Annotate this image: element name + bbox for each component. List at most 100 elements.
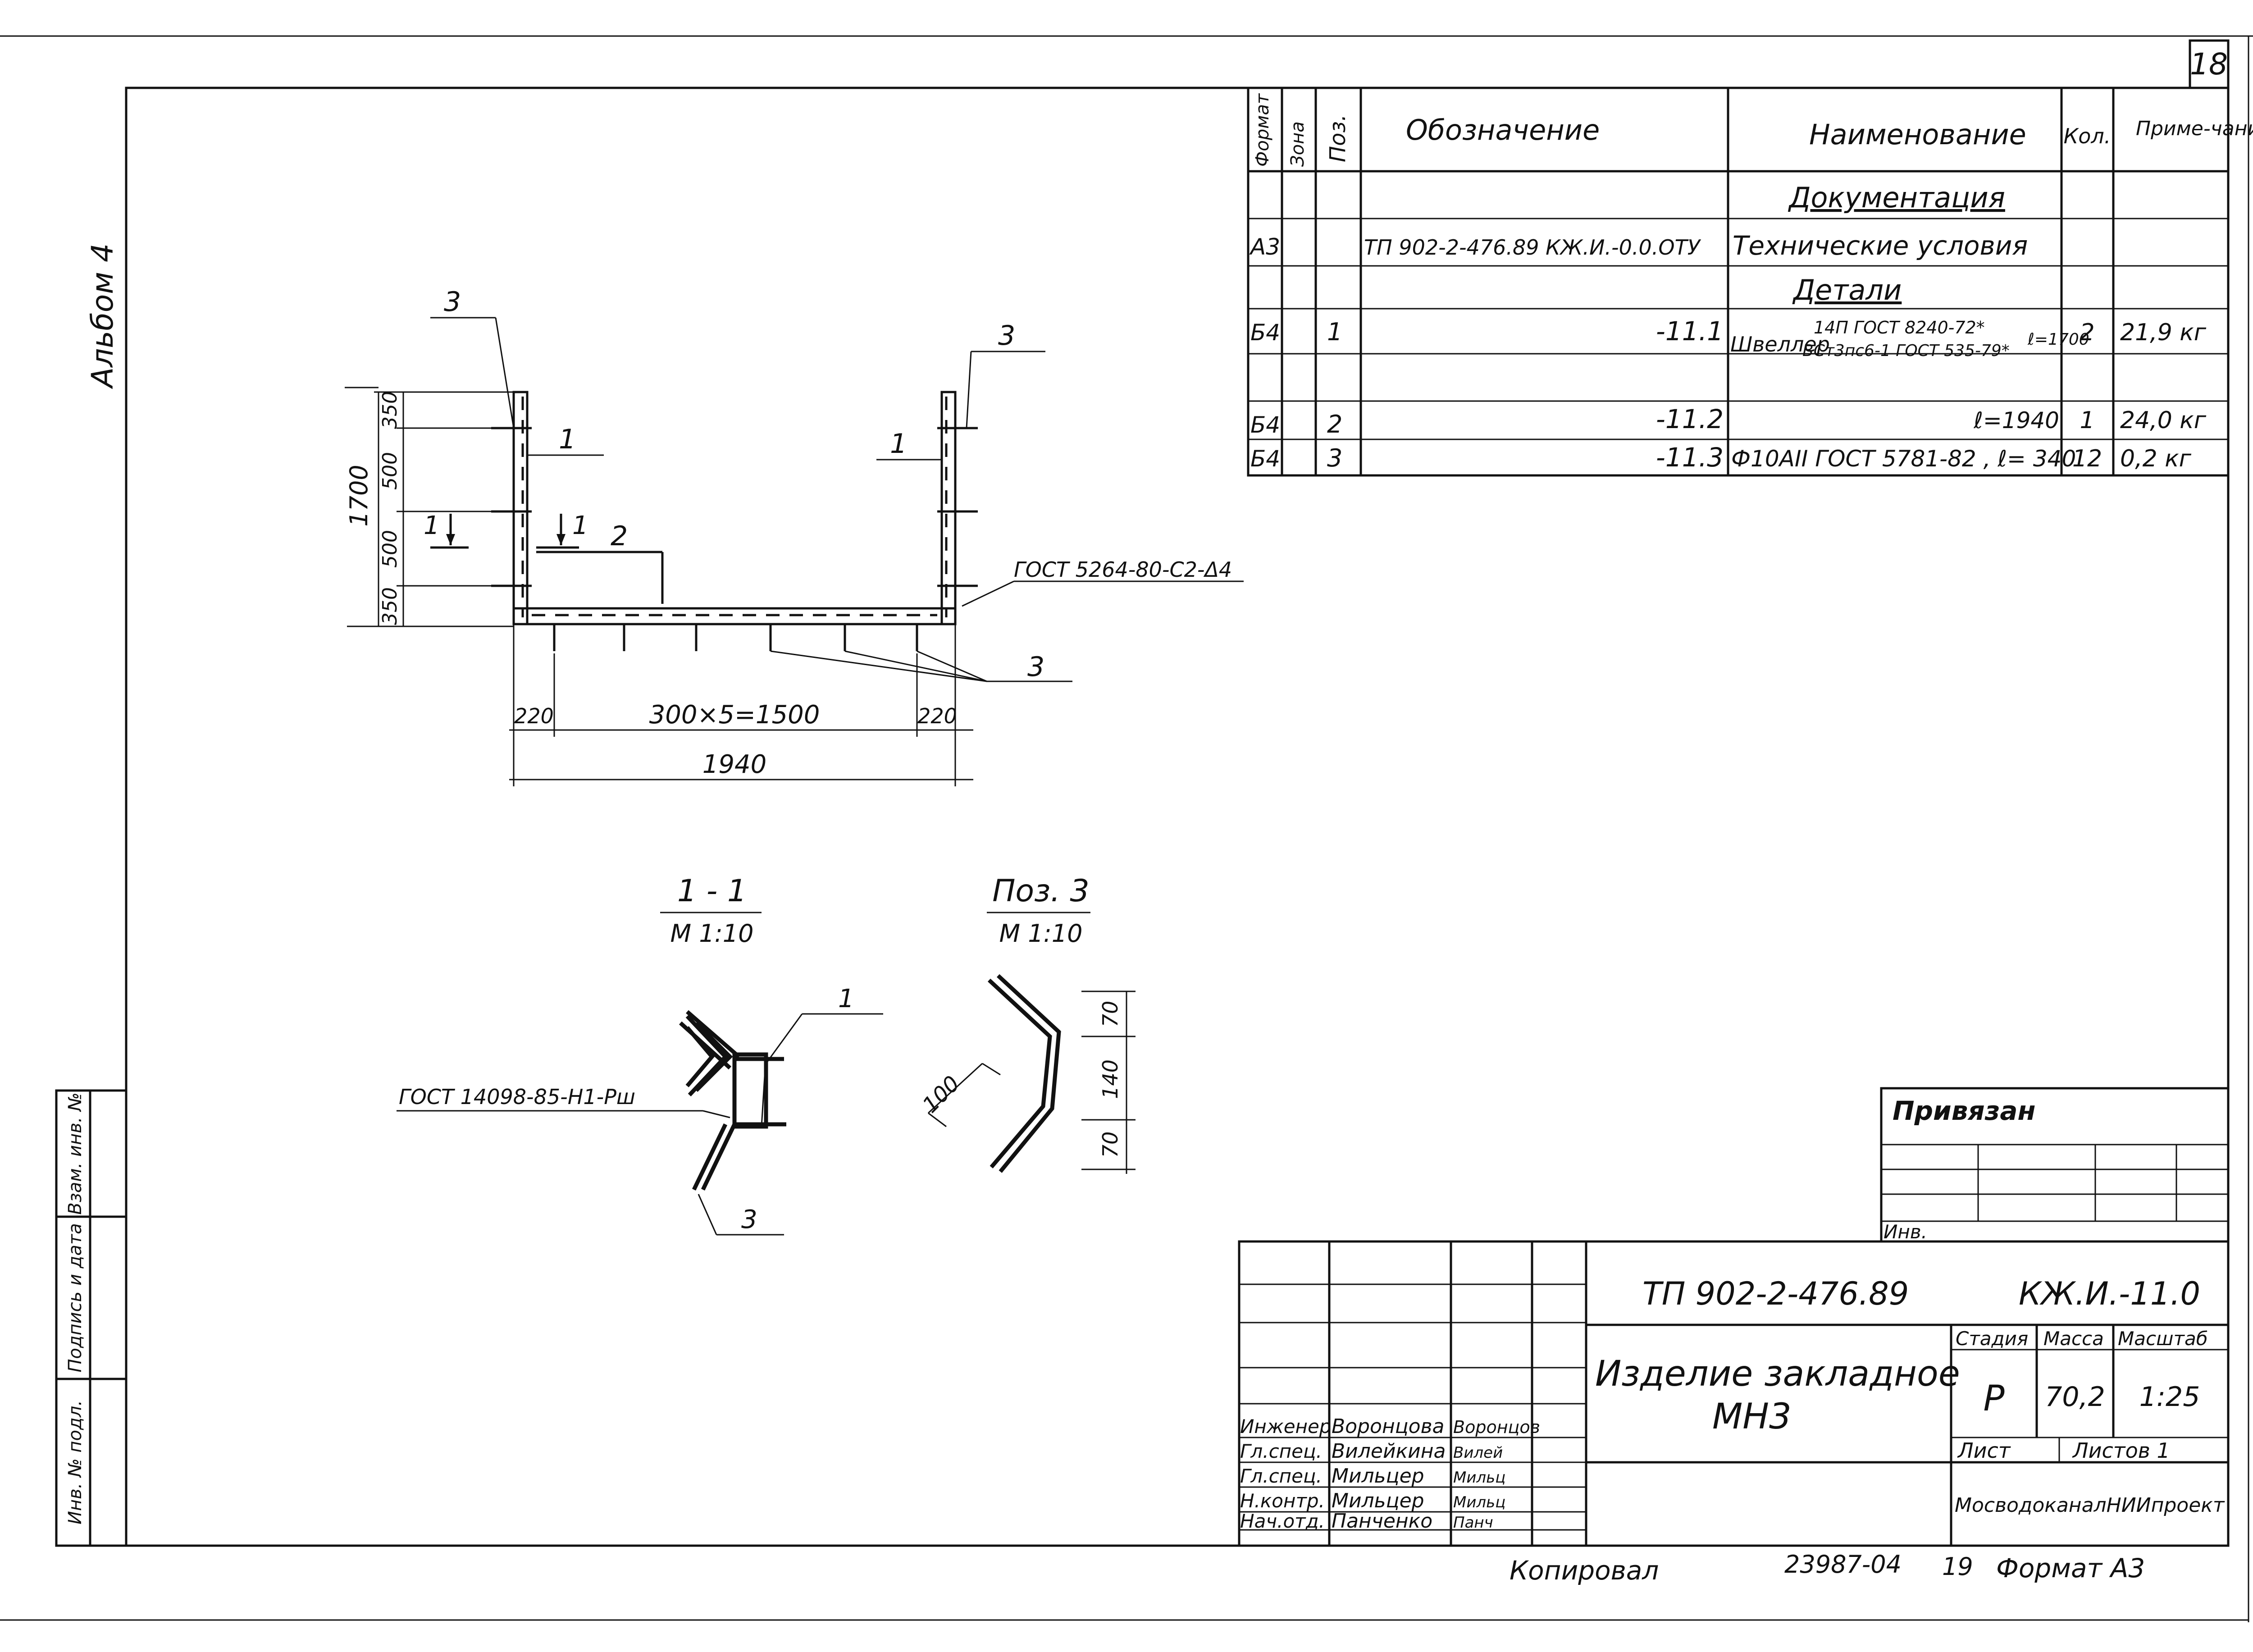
tb-item-name-line1: Изделие закладное: [1595, 1354, 1960, 1394]
privyazan-block: [1880, 1087, 2230, 1243]
row0-designation: ТП 902-2-476.89 КЖ.И.-0.0.ОТУ: [1364, 235, 1701, 260]
sig-name-3: Мильцер: [1332, 1489, 1424, 1512]
elev-section-mark-left: 1: [424, 511, 440, 540]
footer-copied: Копировал: [1510, 1555, 1659, 1586]
row3-pos: 3: [1327, 444, 1342, 472]
row1-name-top: 14П ГОСТ 8240-72*: [1814, 318, 1985, 338]
sig-sign-1: Вилей: [1453, 1444, 1503, 1462]
sig-name-4: Панченко: [1332, 1510, 1432, 1533]
row3-name: Ф10АII ГОСТ 5781-82 , ℓ= 340: [1731, 446, 2076, 472]
sig-sign-0: Воронцов: [1453, 1417, 1540, 1437]
elev-section-mark-right: 1: [572, 511, 588, 540]
tb-sheets-label: Листов 1: [2072, 1438, 2170, 1463]
sig-sign-2: Мильц: [1453, 1469, 1505, 1487]
dim-height-part-3: 500: [379, 530, 401, 568]
sig-sign-4: Панч: [1453, 1514, 1493, 1532]
tb-stage: Р: [1983, 1378, 2004, 1419]
row3-designation: -11.3: [1656, 442, 1724, 473]
drawing-frame: [125, 87, 2230, 1547]
pos3-scale: М 1:10: [999, 919, 1082, 948]
row1-pos: 1: [1327, 318, 1342, 346]
dim-height-total: 1700: [345, 465, 373, 526]
section-1-1-scale: М 1:10: [670, 919, 753, 948]
pos3-dim-bottom: 70: [1098, 1132, 1122, 1158]
sig-role-3: Н.контр.: [1240, 1490, 1325, 1512]
row2-qty: 1: [2080, 407, 2094, 434]
privyazan-inv: Инв.: [1884, 1221, 1927, 1243]
row1-format: Б4: [1250, 319, 1280, 346]
side-sign-date: Подпись и дата: [65, 1223, 86, 1372]
tb-stage-label: Стадия: [1956, 1328, 2028, 1350]
dim-height-part-2: 500: [379, 452, 401, 490]
row1-qty: 2: [2080, 319, 2094, 346]
dim-width-part-1: 220: [514, 704, 554, 728]
signature-rows: Инженер Воронцова Воронцов Гл.спец. Виле…: [1240, 1415, 1540, 1533]
dim-width-total: 1940: [702, 750, 767, 779]
section-1-1-leader-pos1: 1: [838, 984, 854, 1013]
dim-width-part-3: 220: [917, 704, 957, 728]
section-1-1-title: 1 - 1: [677, 873, 747, 909]
tb-sheet-label: Лист: [1957, 1438, 2011, 1463]
footer-num: 19: [1942, 1552, 1973, 1581]
sig-role-2: Гл.спец.: [1240, 1465, 1322, 1487]
header-name: Наименование: [1809, 118, 2026, 151]
pos3-dim-top: 70: [1098, 1001, 1122, 1027]
row1-name: Швеллер: [1730, 332, 1830, 356]
header-zone: Зона: [1287, 121, 1308, 167]
row2-note: 24,0 кг: [2120, 407, 2207, 434]
row3-format: Б4: [1250, 446, 1280, 472]
header-qty: Кол.: [2064, 124, 2111, 148]
elev-leader-pos3-bottom: 3: [1027, 651, 1044, 683]
section-1-1-weld-note: ГОСТ 14098-85-Н1-Рш: [399, 1085, 635, 1109]
title-block: [1238, 1240, 2230, 1547]
row1-name-bottom: ВСт3пс6-1 ГОСТ 535-79*: [1802, 342, 2010, 360]
sig-name-1: Вилейкина: [1332, 1440, 1446, 1463]
pos3-title: Поз. 3: [992, 873, 1089, 909]
footer-order: 23987-04: [1784, 1550, 1902, 1579]
elev-leader-pos3-right: 3: [998, 320, 1015, 351]
row2-format: Б4: [1250, 412, 1280, 438]
sheet-number: 18: [2190, 47, 2228, 82]
footer-format: Формат А3: [1996, 1553, 2145, 1584]
spec-table: [1247, 87, 2230, 477]
elev-leader-pos1-right: 1: [890, 428, 907, 460]
side-vzam-inv: Взам. инв. №: [65, 1092, 86, 1215]
tb-doc-code: ТП 902-2-476.89: [1642, 1275, 1909, 1312]
sig-name-0: Воронцова: [1332, 1415, 1445, 1438]
tb-item-name-line2: МН3: [1712, 1396, 1792, 1437]
header-designation: Обозначение: [1406, 114, 1600, 146]
album-label: Альбом 4: [85, 243, 120, 389]
dim-width-part-2: 300×5=1500: [649, 700, 820, 730]
dim-height-part-1: 350: [379, 391, 401, 429]
tb-organization: МосводоканалНИИпроект: [1955, 1494, 2225, 1517]
section-documentation: Документация: [1788, 181, 2005, 214]
row2-pos: 2: [1327, 410, 1342, 438]
sig-role-4: Нач.отд.: [1240, 1510, 1325, 1532]
pos3-dim-leg: 100: [917, 1071, 964, 1118]
elev-weld-note: ГОСТ 5264-80-С2-Δ4: [1014, 557, 1232, 582]
row2-name: ℓ=1940: [1973, 407, 2059, 434]
header-format: Формат: [1252, 93, 1273, 167]
sig-sign-3: Мильц: [1453, 1493, 1505, 1511]
row1-note: 21,9 кг: [2120, 319, 2207, 346]
sig-role-1: Гл.спец.: [1240, 1440, 1322, 1462]
row2-designation: -11.2: [1656, 404, 1724, 434]
row1-designation: -11.1: [1656, 316, 1724, 347]
section-1-1-leader-pos3: 3: [741, 1205, 757, 1234]
side-inv-podl: Инв. № подл.: [65, 1400, 86, 1524]
header-note: Приме-чание: [2136, 117, 2253, 140]
tb-mass: 70,2: [2045, 1381, 2105, 1413]
tb-scale-label: Масштаб: [2118, 1328, 2208, 1350]
section-1-1-view: [397, 912, 883, 1236]
tb-scale: 1:25: [2139, 1381, 2200, 1413]
elev-leader-pos2: 2: [611, 520, 628, 552]
section-details: Детали: [1792, 274, 1902, 306]
row3-note: 0,2 кг: [2120, 445, 2192, 472]
elev-leader-pos3-left: 3: [444, 286, 461, 318]
row3-qty: 12: [2072, 445, 2102, 472]
embedded-part-elevation: [345, 317, 1244, 786]
pos3-bent-bar-view: [927, 912, 1136, 1174]
row1-length: ℓ=1700: [2027, 330, 2089, 349]
elev-leader-pos1-left: 1: [559, 424, 576, 455]
